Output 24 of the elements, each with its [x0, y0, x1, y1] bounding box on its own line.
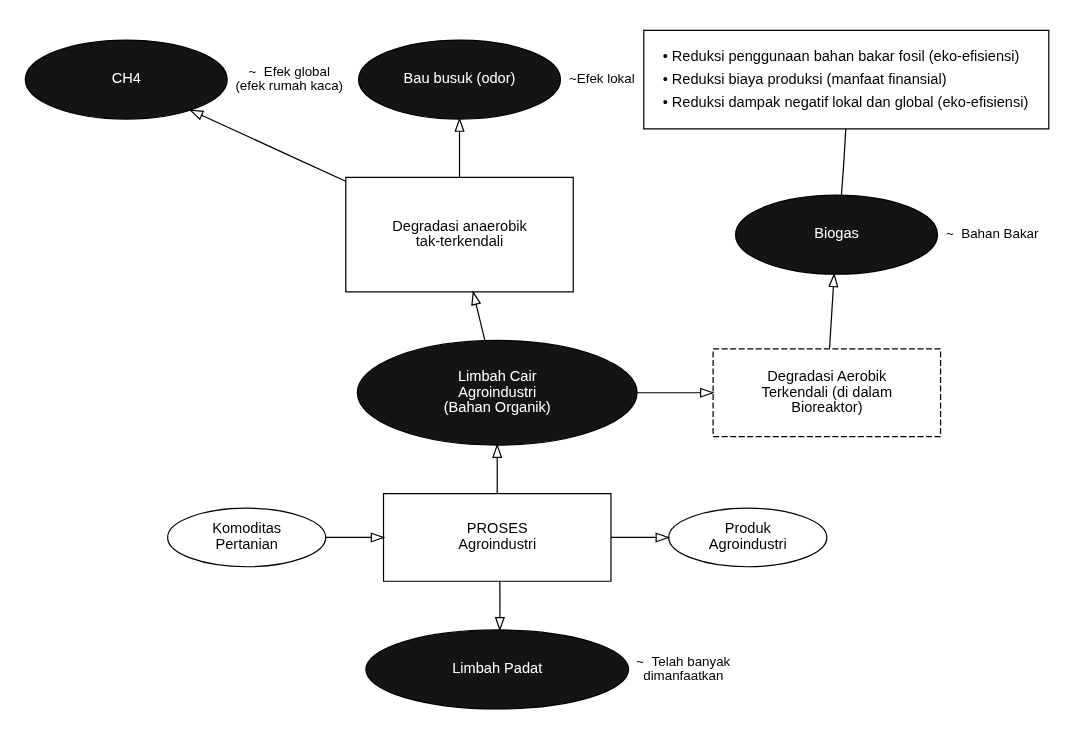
node-box: • Reduksi penggunaan bahan bakar fosil (eko-efisiensi) • Reduksi biaya produksi (manfaat finansial) • Reduksi dampak negatif lokal dan global (eko-efisiensi): [643, 29, 1050, 130]
node-box: PROSES Agroindustri: [382, 493, 612, 582]
node-ellipse: Limbah Padat: [365, 629, 630, 710]
arrow: [325, 532, 386, 543]
node-ellipse: Produk Agroindustri: [668, 507, 828, 568]
connector: [840, 128, 847, 196]
node-box: Degradasi Aerobik Terkendali (di dalam Bioreaktor): [712, 348, 942, 438]
arrow: [454, 117, 465, 179]
node-ellipse: Biogas: [735, 194, 939, 275]
node-ellipse: Komoditas Pertanian: [167, 507, 327, 568]
node-label: ~ Efek global (efek rumah kaca): [235, 63, 344, 94]
arrow: [636, 387, 715, 398]
node-box: Degradasi anaerobik tak-terkendali: [345, 176, 574, 293]
node-ellipse: Bau busuk (odor): [357, 39, 562, 120]
node-ellipse: Limbah Cair Agroindustri (Bahan Organik): [356, 339, 638, 446]
node-label: ~ Bahan Bakar: [946, 226, 1039, 242]
arrow: [494, 580, 506, 632]
node-label: ~Efek lokal: [568, 70, 635, 86]
arrow: [188, 109, 347, 182]
arrow: [492, 443, 503, 495]
arrow: [610, 532, 671, 543]
arrow: [471, 290, 486, 342]
arrow: [828, 272, 839, 350]
node-label: ~ Telah banyak dimanfaatkan: [636, 653, 731, 684]
